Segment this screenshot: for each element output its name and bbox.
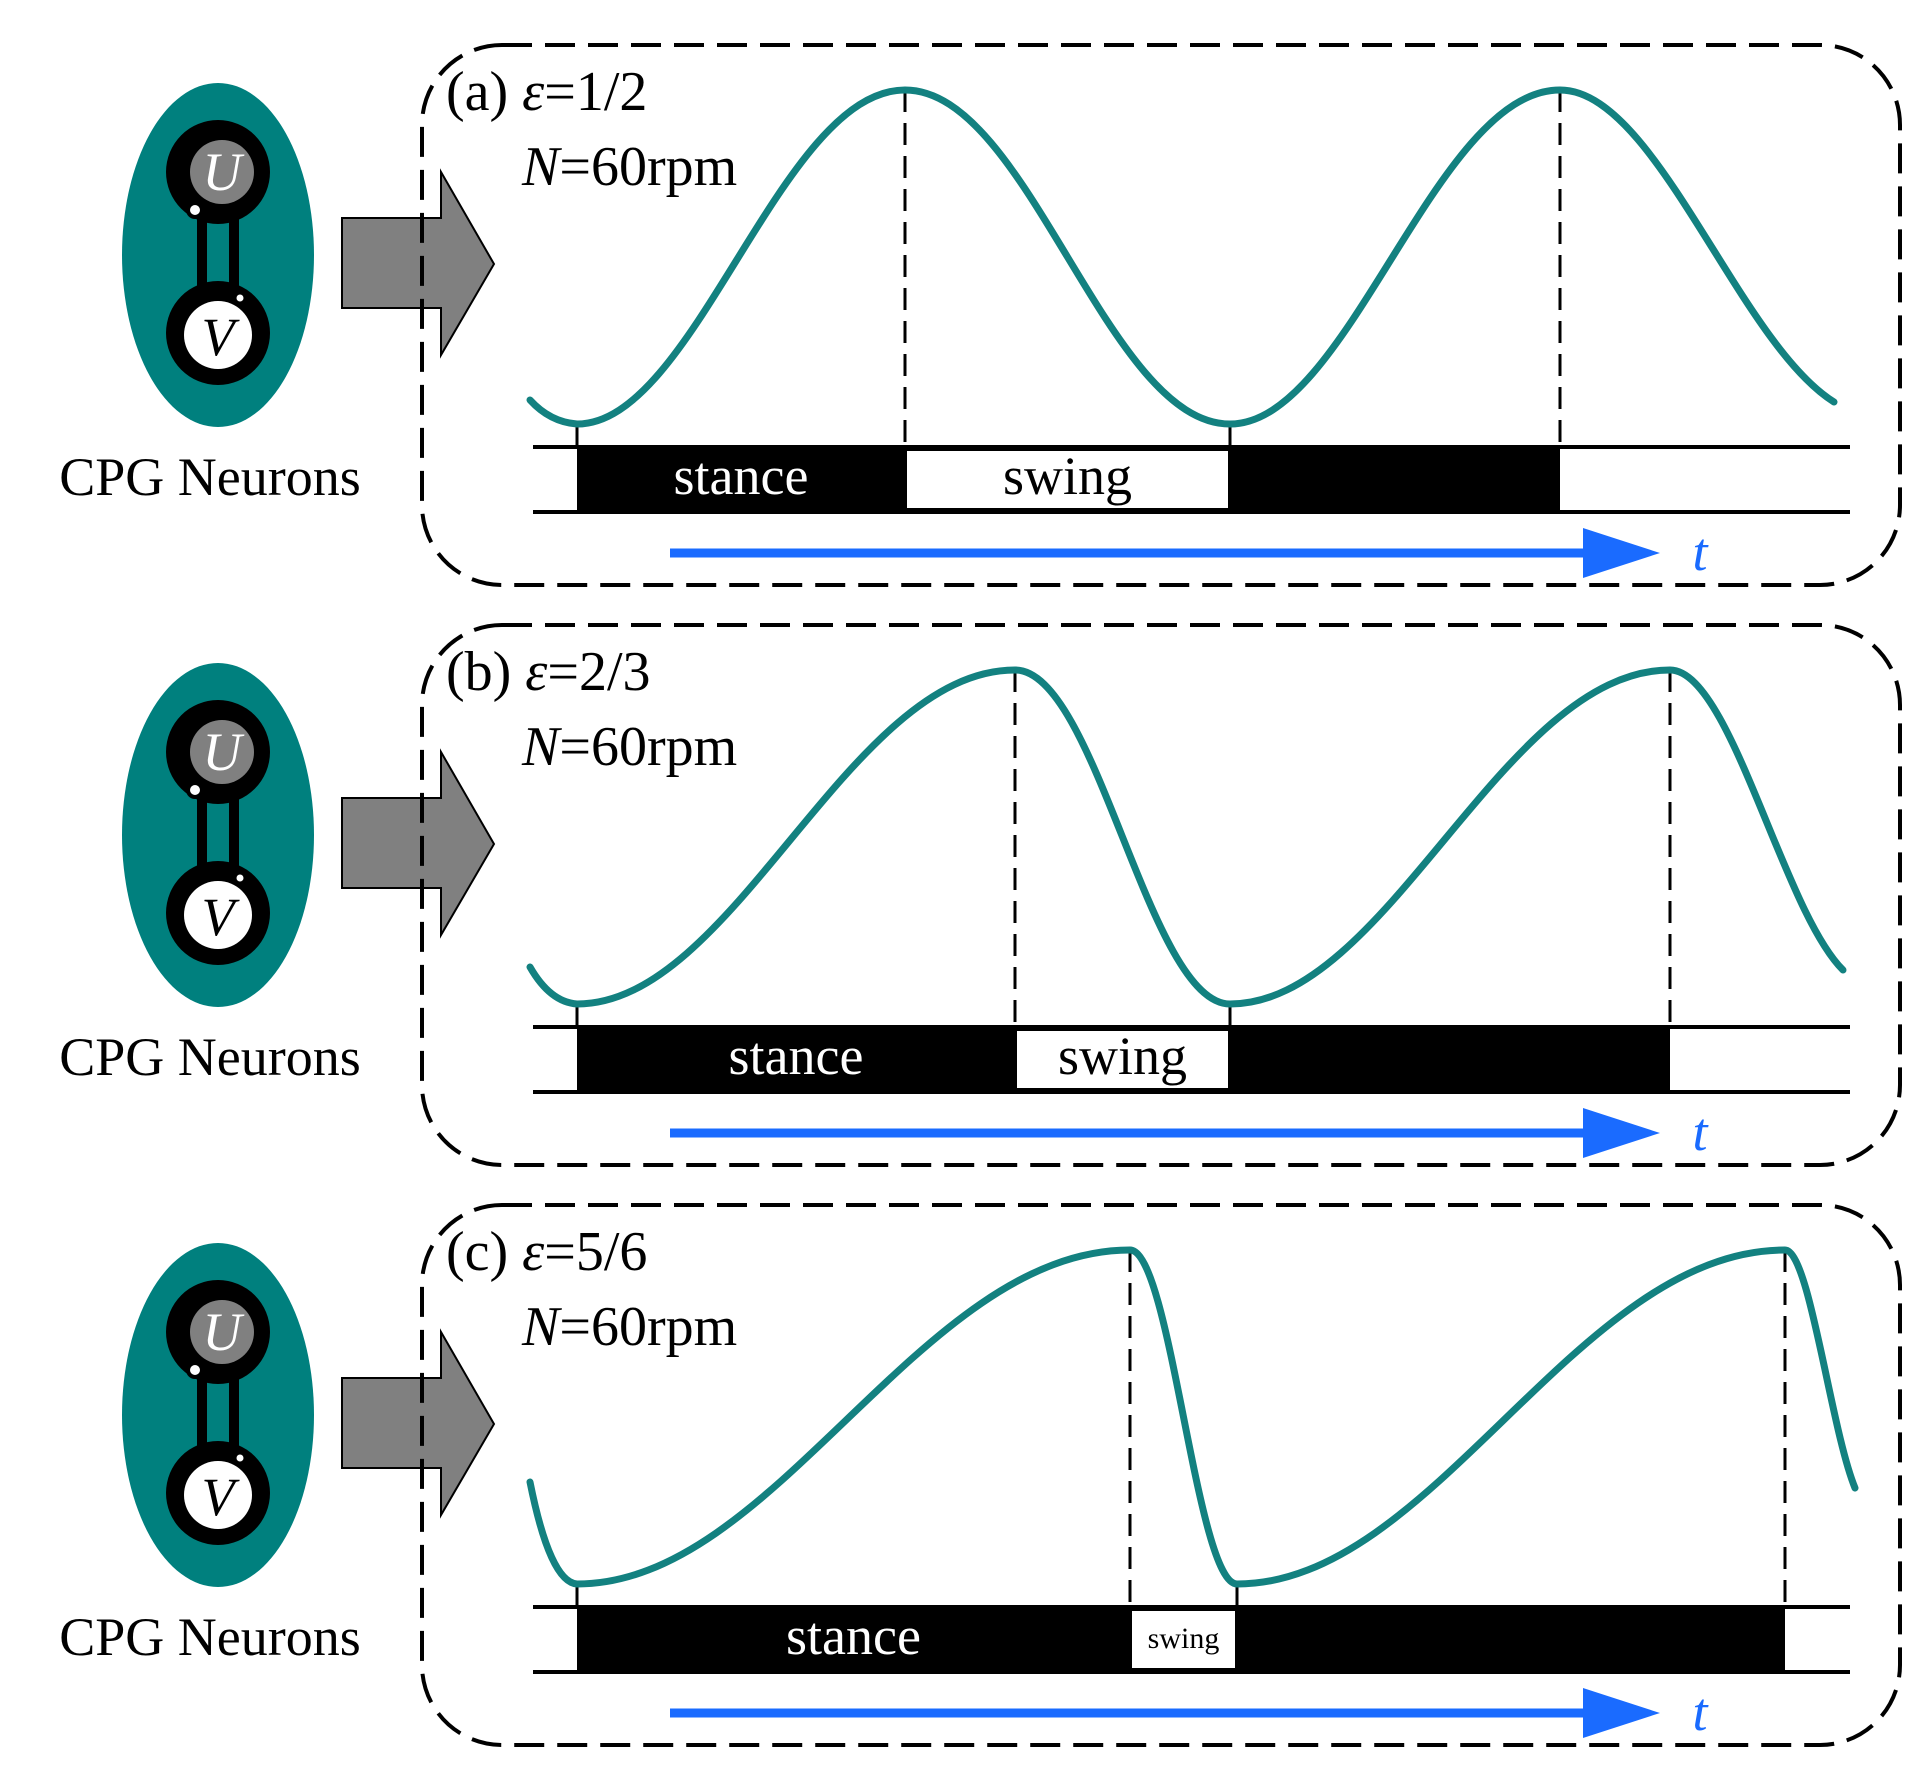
swing-segment [1013,1027,1232,1092]
stance-label: stance [786,1606,921,1666]
panel-tag: (a) [446,61,508,123]
epsilon-value: =2/3 [547,641,650,703]
time-label: t [1692,522,1709,582]
inhibitory-synapse-icon [186,781,204,799]
time-label: t [1692,1102,1709,1162]
speed-line: N=60rpm [521,716,737,778]
speed-line: N=60rpm [521,136,737,198]
inhibitory-synapse-icon [186,201,204,219]
panel-tag: (c) [446,1221,508,1283]
neuron-v-core [184,881,252,949]
stance-segment [1237,1607,1785,1672]
swing-label: swing [1003,446,1132,506]
neuron-caption: CPG Neurons [59,1607,361,1667]
cpg-output-waveform [526,86,1838,428]
time-arrow-icon [670,1688,1660,1738]
block-arrow-icon [341,748,496,939]
panel-tag-line: (b)ε=2/3 [446,641,651,703]
swing-label: swing [1058,1026,1187,1086]
neuron-v-label: V [202,307,241,367]
time-arrow-head [1583,1108,1660,1158]
time-arrow-head [1583,528,1660,578]
cpg-neuron-pair-icon: UV [122,1243,314,1587]
time-arrow-icon [670,528,1660,578]
neuron-caption: CPG Neurons [59,447,361,507]
cpg-output-waveform [526,1246,1859,1588]
block-arrow-icon [341,168,496,359]
gait-bar: stance swing [533,1605,1850,1674]
epsilon-value: =1/2 [544,61,647,123]
block-arrow-icon [341,1328,496,1519]
stance-segment [577,1027,1015,1092]
stance-segment [577,447,905,512]
neuron-u-label: U [203,1302,245,1362]
n-value: =60rpm [559,716,737,778]
swing-segment [903,447,1232,512]
stance-label: stance [674,446,809,506]
neuron-v-label: V [202,887,241,947]
stance-segment [1230,447,1560,512]
inhibitory-synapse-icon [186,1361,204,1379]
excitatory-synapse-icon [236,874,244,882]
neuron-u-core [190,140,254,204]
cpg-neuron-pair-icon: UV [122,83,314,427]
gait-bar: stance swing [533,445,1850,514]
neuron-v-label: V [202,1467,241,1527]
time-label: t [1692,1682,1709,1742]
stance-segment [577,1607,1130,1672]
neuron-u-core [190,1300,254,1364]
neuron-u-label: U [203,722,245,782]
epsilon-symbol: ε [522,61,545,123]
cpg-neuron-pair-icon: UV [122,663,314,1007]
n-symbol: N [521,716,562,778]
neuron-v-core [184,1461,252,1529]
epsilon-symbol: ε [522,1221,545,1283]
panel-frame [420,1203,1902,1747]
neuron-u-core [190,720,254,784]
time-arrow-icon [670,1108,1660,1158]
stance-label: stance [729,1026,864,1086]
neuron-v-core [184,301,252,369]
panel-frame [420,623,1902,1167]
panel-tag-line: (a)ε=1/2 [446,61,647,123]
n-value: =60rpm [559,1296,737,1358]
n-value: =60rpm [559,136,737,198]
neuron-u-label: U [203,142,245,202]
panel-frame [420,43,1902,587]
panel-tag-line: (c)ε=5/6 [446,1221,647,1283]
neuron-caption: CPG Neurons [59,1027,361,1087]
speed-line: N=60rpm [521,1296,737,1358]
swing-label: swing [1148,1622,1220,1655]
stance-segment [1230,1027,1670,1092]
epsilon-symbol: ε [525,641,548,703]
excitatory-synapse-icon [236,1454,244,1462]
n-symbol: N [521,1296,562,1358]
excitatory-synapse-icon [236,294,244,302]
cpg-output-waveform [526,666,1847,1008]
epsilon-value: =5/6 [544,1221,647,1283]
time-arrow-head [1583,1688,1660,1738]
gait-bar: stance swing [533,1025,1850,1094]
n-symbol: N [521,136,562,198]
panel-tag: (b) [446,641,511,703]
